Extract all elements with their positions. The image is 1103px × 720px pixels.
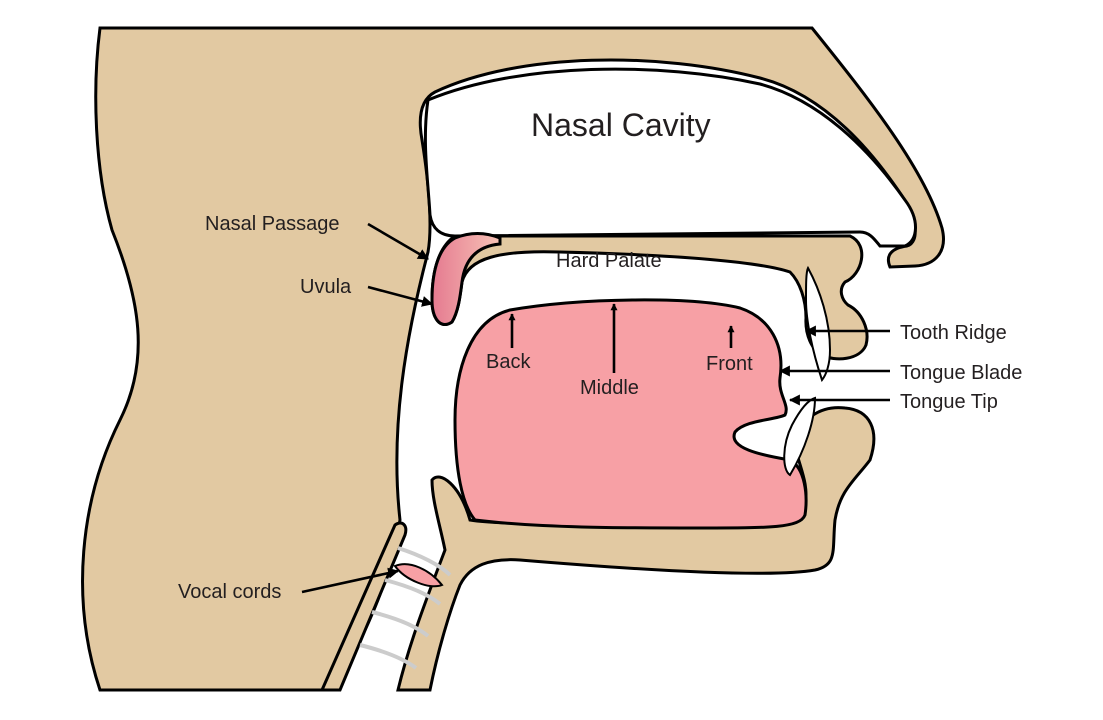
- label-uvula: Uvula: [300, 276, 352, 298]
- lower-tooth: [783, 396, 817, 477]
- trachea-ring-1: [397, 546, 452, 577]
- label-tongue-blade: Tongue Blade: [900, 362, 1022, 384]
- arrow-uvula: [367, 285, 434, 307]
- trachea-wall: [319, 521, 408, 692]
- tongue-shape: [453, 298, 808, 530]
- arrow-nasal-passage: [367, 222, 429, 261]
- trachea-ring-3: [371, 610, 430, 638]
- label-middle: Middle: [580, 377, 639, 399]
- label-tooth-ridge: Tooth Ridge: [900, 322, 1007, 344]
- arrow-vocal-cords: [301, 567, 400, 594]
- nasal-cavity-shape: [423, 67, 917, 248]
- upper-tooth: [804, 265, 832, 383]
- label-hard-palate: Hard Palate: [556, 250, 662, 272]
- label-nasal-passage: Nasal Passage: [205, 213, 340, 235]
- label-back: Back: [486, 351, 531, 373]
- label-front: Front: [706, 353, 753, 375]
- vocal-cords-shape: [393, 563, 444, 588]
- label-vocal-cords: Vocal cords: [178, 581, 281, 603]
- trachea-ring-2: [384, 578, 442, 606]
- trachea-ring-4: [359, 643, 418, 670]
- uvula-shape: [430, 232, 502, 326]
- label-tongue-tip: Tongue Tip: [900, 391, 998, 413]
- label-nasal-cavity: Nasal Cavity: [531, 107, 711, 143]
- head-profile: [81, 26, 945, 692]
